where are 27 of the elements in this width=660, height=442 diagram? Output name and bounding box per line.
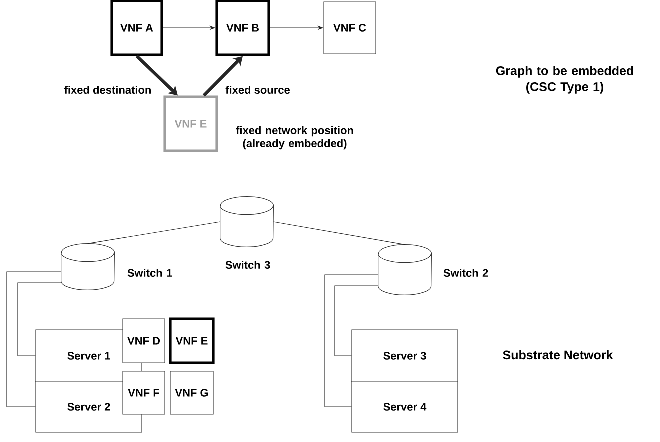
connector-line bbox=[88, 222, 221, 244]
vnf-box: VNF E bbox=[169, 318, 215, 364]
switch-cylinder bbox=[378, 244, 432, 296]
vnf-box: VNF F bbox=[122, 371, 166, 415]
connector-line bbox=[18, 282, 62, 356]
vnf-box: VNF B bbox=[216, 0, 270, 56]
connector-line bbox=[273, 222, 406, 246]
vnf-box: VNF C bbox=[324, 2, 376, 54]
edge-label: fixed source bbox=[224, 84, 292, 96]
switch-cylinder bbox=[220, 196, 274, 248]
connector-line bbox=[6, 272, 62, 408]
switch-label: Switch 1 bbox=[128, 268, 172, 278]
vnf-box: VNF E bbox=[164, 96, 218, 152]
edge-label: fixed destination bbox=[63, 84, 153, 96]
title: Graph to be embedded (CSC Type 1) bbox=[496, 66, 634, 94]
vnf-box: VNF A bbox=[110, 0, 164, 56]
vnf-box: VNF G bbox=[170, 371, 214, 415]
switch-cylinder bbox=[61, 244, 115, 290]
switch-label: Switch 2 bbox=[444, 268, 488, 278]
connector-line bbox=[324, 274, 379, 408]
section-label: Substrate Network bbox=[503, 350, 614, 360]
server-box: Server 4 bbox=[352, 381, 458, 433]
annotation: fixed network position (already embedded) bbox=[236, 126, 354, 150]
connector-line bbox=[334, 286, 379, 356]
switch-label: Switch 3 bbox=[226, 260, 270, 270]
vnf-box: VNF D bbox=[122, 318, 166, 364]
server-box: Server 3 bbox=[352, 330, 458, 382]
